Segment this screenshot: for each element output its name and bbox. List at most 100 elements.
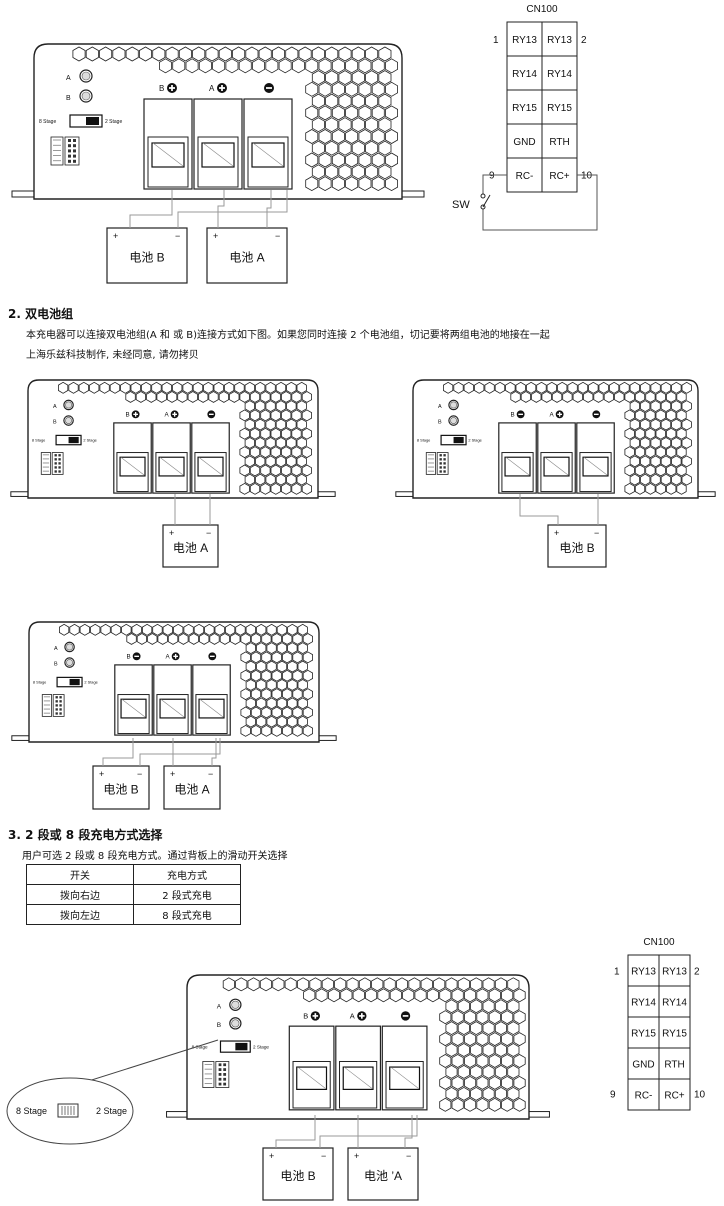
- vent-hole: [302, 669, 314, 682]
- vent-hole: [219, 633, 231, 645]
- vent-hole: [629, 455, 640, 468]
- vent-hole: [457, 1064, 470, 1079]
- sw-label: SW: [452, 199, 470, 211]
- vent-hole: [208, 391, 219, 403]
- vent-hole: [59, 623, 70, 636]
- vent-hole: [204, 623, 215, 636]
- battery-plus: +: [169, 528, 174, 538]
- vent-hole: [256, 679, 267, 691]
- connector-cell-text: RTH: [664, 1060, 684, 1071]
- vent-hole: [172, 381, 183, 394]
- vent-hole: [146, 391, 157, 403]
- stage2-label: 2 Stage: [83, 438, 96, 443]
- pin: [223, 1068, 227, 1071]
- pin: [443, 470, 446, 473]
- vent-hole: [245, 679, 257, 691]
- vent-hole: [439, 1010, 452, 1025]
- wire: [482, 174, 507, 194]
- pin: [55, 712, 58, 715]
- battery-label: 电池 B: [280, 1169, 315, 1183]
- vent-hole: [470, 977, 483, 992]
- led-a-label: A: [217, 1003, 222, 1010]
- vent-hole: [551, 391, 563, 403]
- pin: [218, 1073, 222, 1076]
- led-b-inner: [81, 91, 91, 101]
- battery-a-2: +−电池 A: [162, 524, 219, 568]
- vent-hole: [250, 706, 262, 719]
- vent-hole: [482, 999, 495, 1014]
- vent-hole: [378, 93, 392, 109]
- vent-hole: [166, 391, 178, 403]
- vent-hole: [338, 46, 352, 62]
- pin: [54, 466, 57, 469]
- vent-hole: [182, 381, 193, 394]
- vent-hole: [209, 633, 220, 645]
- vent-hole: [239, 409, 250, 422]
- vent-hole: [681, 400, 692, 413]
- wire: [129, 190, 173, 228]
- vent-hole: [249, 427, 261, 440]
- pin-9-label: 9: [610, 1090, 616, 1101]
- vent-hole: [240, 706, 251, 719]
- vent-hole: [439, 1032, 452, 1047]
- mode-table-header: 开关 充电方式: [26, 864, 241, 885]
- cn100-pins-left: [202, 1061, 215, 1088]
- vent-hole: [126, 633, 137, 645]
- vent-hole: [494, 1086, 508, 1101]
- vent-hole: [296, 437, 307, 449]
- vent-hole: [239, 464, 250, 477]
- wire: [177, 190, 288, 228]
- connector-cell: [627, 985, 660, 1018]
- vent-hole: [345, 129, 359, 144]
- vent-hole: [338, 140, 352, 156]
- vent-hole: [433, 977, 446, 992]
- vent-hole: [451, 1032, 464, 1047]
- vent-hole: [385, 81, 399, 97]
- pin-9-label: 9: [489, 170, 495, 181]
- vent-hole: [609, 381, 620, 394]
- vent-hole: [192, 381, 204, 394]
- pin: [55, 708, 58, 711]
- vent-hole: [281, 651, 293, 664]
- vent-hole: [292, 669, 303, 682]
- vent-hole: [513, 1054, 526, 1068]
- vent-hole: [260, 427, 271, 440]
- vent-hole: [482, 1021, 495, 1036]
- vent-hole: [183, 623, 194, 636]
- led-a-inner: [81, 71, 91, 81]
- pin: [55, 696, 58, 699]
- vent-hole: [640, 400, 651, 413]
- pin: [443, 462, 446, 465]
- terminal-window-shade: [202, 142, 234, 167]
- vent-hole: [271, 633, 282, 645]
- vent-hole: [660, 455, 672, 468]
- vent-hole: [389, 988, 402, 1003]
- vent-hole: [270, 427, 281, 440]
- vent-hole: [265, 381, 276, 394]
- vent-hole: [311, 140, 325, 156]
- vent-hole: [271, 46, 286, 62]
- vent-hole: [451, 1010, 464, 1025]
- vent-hole: [281, 633, 293, 645]
- vent-hole: [265, 437, 276, 449]
- vent-hole: [266, 697, 277, 710]
- pin: [58, 458, 61, 461]
- pin-1-label: 1: [493, 35, 499, 46]
- wire: [266, 190, 272, 228]
- connector-cell-text: RY15: [662, 1029, 687, 1040]
- connector-cell: [541, 123, 578, 159]
- pin: [73, 159, 76, 163]
- pin: [218, 1063, 222, 1067]
- vent-hole: [286, 473, 297, 486]
- battery-b-5: +−电池 B: [262, 1147, 334, 1201]
- vent-hole: [249, 464, 261, 477]
- vent-hole: [655, 391, 666, 403]
- vent-hole: [296, 473, 307, 486]
- led-a-label: A: [66, 75, 71, 82]
- vent-hole: [676, 409, 687, 422]
- vent-hole: [482, 1086, 495, 1101]
- vent-hole: [291, 482, 302, 495]
- stage2-label: 2 Stage: [468, 438, 481, 443]
- vent-hole: [291, 446, 302, 459]
- pin: [439, 458, 442, 461]
